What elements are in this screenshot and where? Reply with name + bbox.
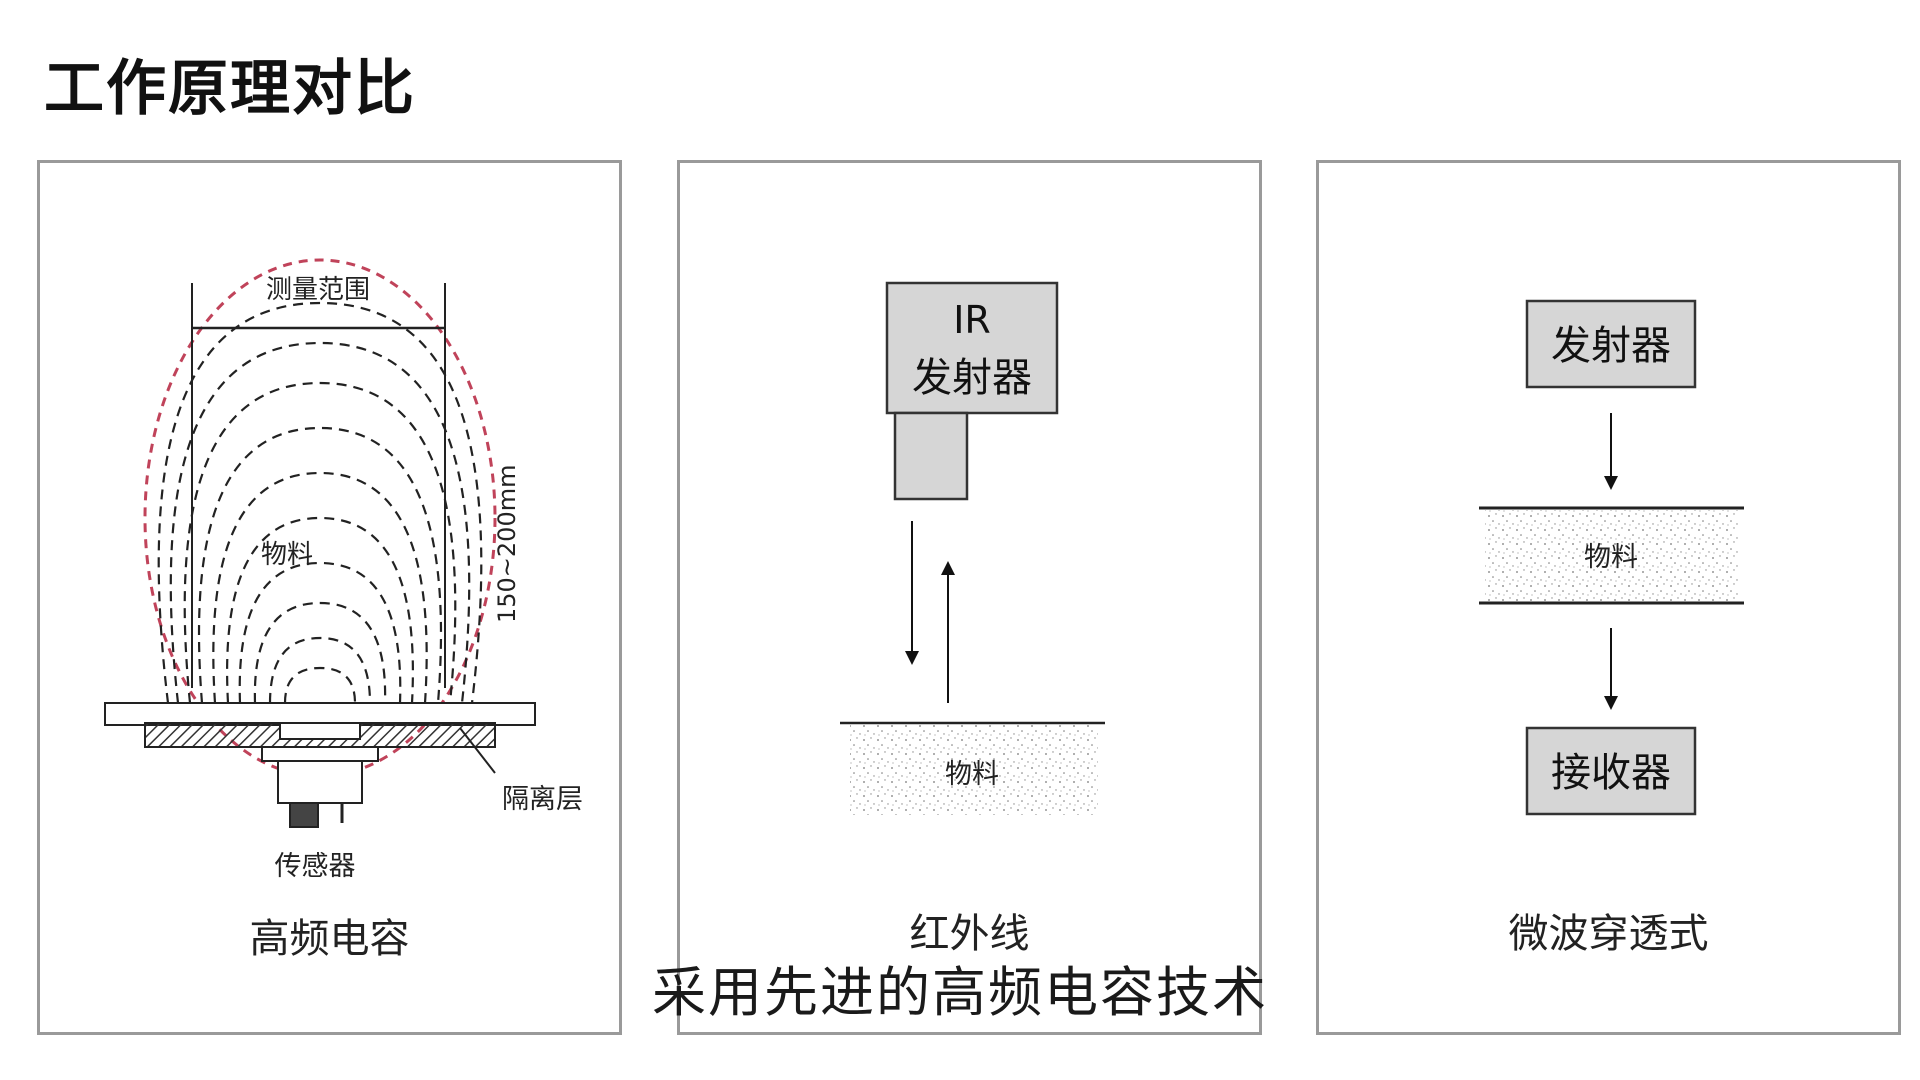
sensor-connector [289, 802, 319, 828]
mw-receiver-box [1525, 726, 1697, 816]
page-title: 工作原理对比 [44, 54, 416, 124]
ir-emitter-label: 发射器 [912, 355, 1032, 401]
capacitance-diagram: 测量范围 物料 150~200mm 隔离层 传感器 [104, 258, 583, 882]
panel-caption: 高频电容 [249, 916, 410, 962]
panel-capacitance: 测量范围 物料 150~200mm 隔离层 传感器 高频电容 [37, 160, 622, 1035]
material-label: 物料 [1584, 542, 1638, 573]
material-area [850, 725, 1098, 815]
mw-receiver-label: 接收器 [1551, 750, 1671, 796]
material-label: 物料 [945, 759, 999, 790]
measure-range-oval [143, 258, 497, 778]
sensor-label: 传感器 [275, 851, 356, 882]
sensor-face [279, 722, 361, 740]
mw-emitter-box [1525, 299, 1697, 389]
distance-label: 150~200mm [493, 465, 521, 623]
mounting-plate [104, 702, 536, 726]
sensor-body [277, 760, 363, 804]
material-band [1485, 510, 1738, 602]
microwave-diagram: 发射器 物料 接收器 [1479, 299, 1744, 816]
insulation-label: 隔离层 [502, 784, 583, 815]
infrared-diagram: IR 发射器 物料 [840, 281, 1105, 815]
material-label: 物料 [261, 540, 313, 570]
panel-infrared: IR 发射器 物料 红外线 [677, 160, 1262, 1035]
panel-caption: 红外线 [909, 911, 1030, 957]
range-label: 测量范围 [266, 275, 370, 305]
ir-emitter-box [885, 281, 1059, 415]
sensor-body-top [261, 746, 379, 762]
panel-caption: 微波穿透式 [1508, 911, 1709, 957]
mw-emitter-label: 发射器 [1551, 323, 1671, 369]
field-lines [157, 301, 483, 704]
insulation-leader [459, 727, 496, 774]
ir-lens [893, 411, 969, 501]
video-subtitle: 采用先进的高频电容技术 [652, 961, 1268, 1024]
panel-microwave: 发射器 物料 接收器 微波穿透式 [1316, 160, 1901, 1035]
ir-label: IR [953, 298, 991, 342]
